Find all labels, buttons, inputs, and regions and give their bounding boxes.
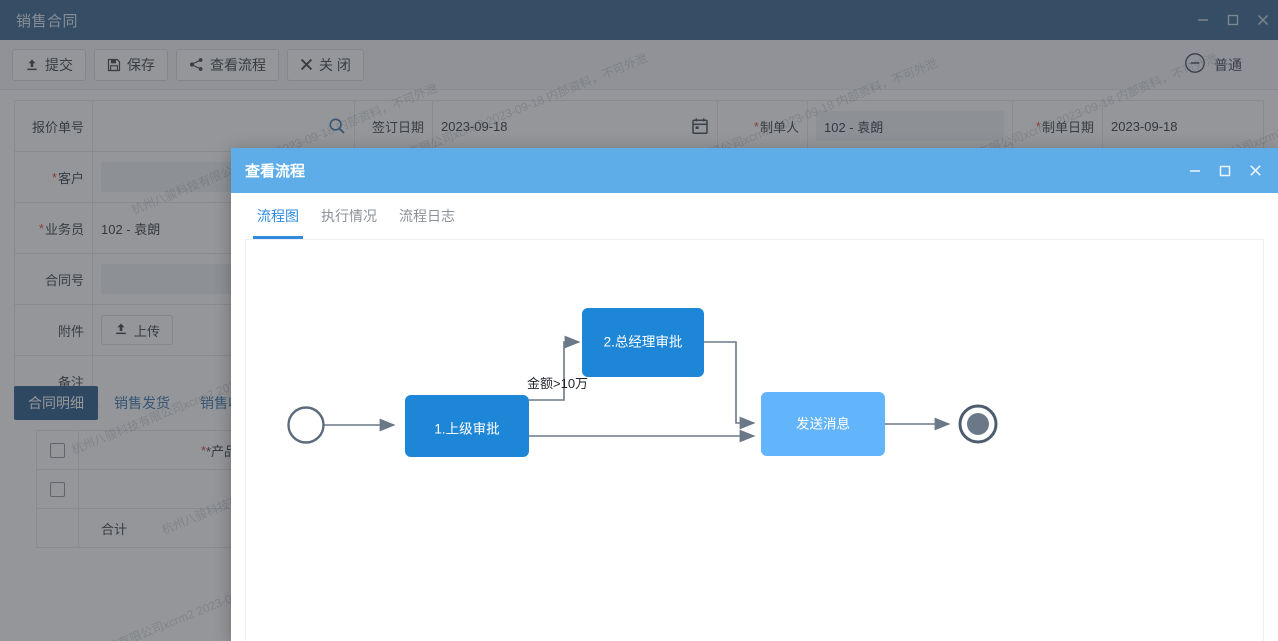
node-task-3[interactable]: 发送消息 <box>761 392 885 456</box>
node-task-1-label: 1.上级审批 <box>434 422 499 437</box>
dialog-titlebar: 查看流程 <box>231 148 1278 193</box>
node-task-2[interactable]: 2.总经理审批 <box>582 308 704 377</box>
tab-process-log[interactable]: 流程日志 <box>399 193 455 239</box>
node-task-3-label: 发送消息 <box>796 416 850 432</box>
tab-execution-status-label: 执行情况 <box>321 208 377 224</box>
modal-close-button[interactable] <box>1240 148 1270 193</box>
tab-flow-diagram[interactable]: 流程图 <box>253 193 303 239</box>
edge-task2-to-task3 <box>704 341 756 430</box>
edge-condition-label: 金额>10万 <box>527 376 588 391</box>
node-start-event[interactable] <box>287 406 325 444</box>
flow-diagram-svg: 1.上级审批 2.总经理审批 金额>10万 发送消息 <box>287 308 998 457</box>
tab-flow-diagram-label: 流程图 <box>257 208 299 224</box>
flow-diagram-canvas[interactable]: 1.上级审批 2.总经理审批 金额>10万 发送消息 <box>245 239 1264 641</box>
tab-execution-status[interactable]: 执行情况 <box>321 193 377 239</box>
modal-minimize-button[interactable] <box>1180 148 1210 193</box>
node-task-2-label: 2.总经理审批 <box>604 335 683 350</box>
dialog-body: 流程图 执行情况 流程日志 <box>231 193 1278 641</box>
process-tabs: 流程图 执行情况 流程日志 <box>245 193 1264 239</box>
edge-task1-to-task2 <box>529 335 581 401</box>
node-task-1[interactable]: 1.上级审批 <box>405 395 529 457</box>
node-end-event[interactable] <box>958 404 998 444</box>
tab-process-log-label: 流程日志 <box>399 208 455 224</box>
dialog-controls <box>1180 148 1278 193</box>
modal-maximize-button[interactable] <box>1210 148 1240 193</box>
view-process-dialog: 查看流程 流程图 执行情况 <box>231 148 1278 641</box>
dialog-title: 查看流程 <box>245 163 306 180</box>
